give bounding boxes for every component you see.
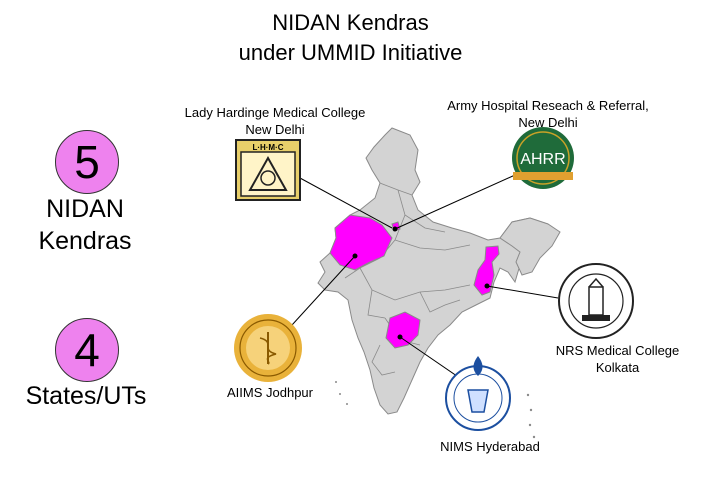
nims-logo [445, 356, 511, 431]
west-bengal-highlight [473, 245, 500, 296]
lhmc-label-line1: Lady Hardinge Medical College [184, 105, 366, 120]
aiims-logo [234, 314, 302, 382]
kendras-count-badge: 5 [55, 130, 119, 194]
page-title-line2: under UMMID Initiative [238, 40, 463, 65]
islands [335, 381, 536, 439]
nrs-label-line2: Kolkata [595, 360, 640, 375]
rajasthan-highlight [329, 214, 393, 271]
kendras-label-line2: Kendras [38, 227, 132, 255]
states-label: States/UTs [25, 382, 147, 410]
location-dots [352, 226, 490, 340]
kendras-label-line1: NIDAN [46, 195, 124, 223]
telangana-highlight [385, 311, 421, 349]
nrs-logo [558, 263, 634, 339]
ahrr-label-line1: Army Hospital Reseach & Referral, [447, 98, 649, 113]
nrs-label-line1: NRS Medical College [555, 343, 680, 358]
ahrr-logo: AHRR [512, 127, 574, 189]
states-count: 4 [74, 324, 100, 376]
lhmc-label-line2: New Delhi [245, 122, 305, 137]
lhmc-logo-text: L·H·M·C [252, 143, 283, 152]
ahrr-label-line2: New Delhi [518, 115, 578, 130]
ahrr-logo-text: AHRR [520, 151, 565, 168]
lhmc-logo: L·H·M·C [235, 139, 301, 201]
page-title-line1: NIDAN Kendras [272, 10, 429, 35]
aiims-label: AIIMS Jodhpur [227, 385, 313, 400]
states-count-badge: 4 [55, 318, 119, 382]
kendras-count: 5 [74, 136, 100, 188]
northeast-region [499, 217, 561, 276]
nims-label: NIMS Hyderabad [440, 439, 540, 454]
